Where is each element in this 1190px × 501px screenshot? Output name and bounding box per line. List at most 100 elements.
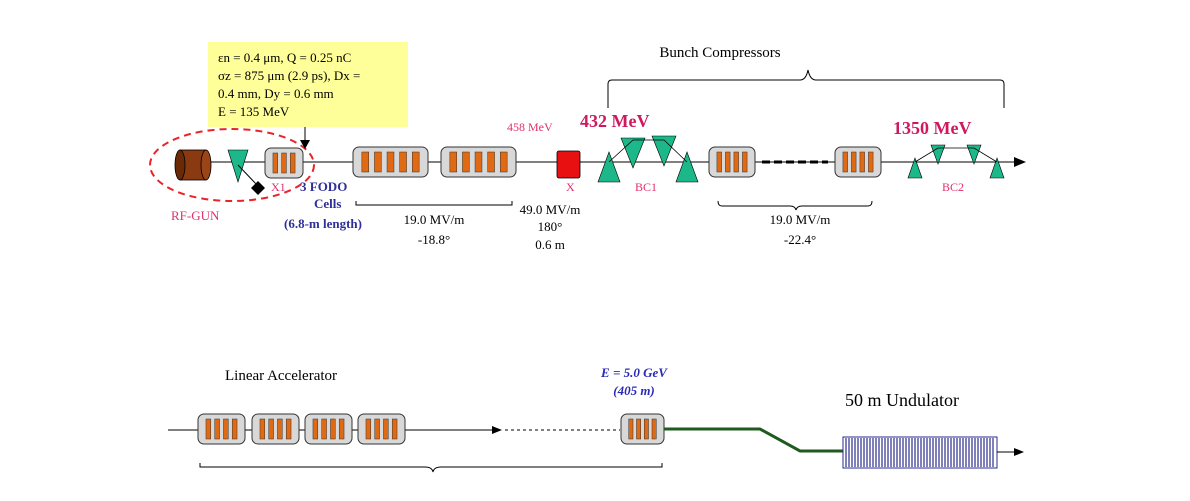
cavity-cell bbox=[859, 151, 865, 173]
cavity-cell bbox=[330, 418, 336, 440]
l2-phase-label: -22.4° bbox=[784, 232, 816, 247]
transport-dogleg-line bbox=[664, 427, 845, 453]
final-energy-label: E = 5.0 GeV bbox=[600, 365, 668, 380]
l1-cavity-1 bbox=[352, 146, 429, 178]
cavity-cell bbox=[383, 418, 389, 440]
l2-cavity-1 bbox=[708, 146, 756, 178]
linac-cavity-2 bbox=[251, 413, 300, 445]
x-phase-label: 180° bbox=[538, 219, 563, 234]
x-label: X bbox=[566, 180, 575, 194]
x1-label: X1 bbox=[271, 180, 286, 194]
undulator-label: 50 m Undulator bbox=[845, 390, 959, 410]
cavity-cell bbox=[636, 418, 642, 440]
cavity-body bbox=[304, 413, 353, 445]
energy-458-label: 458 MeV bbox=[507, 120, 553, 134]
injector-bend-triangle-icon bbox=[227, 149, 249, 184]
cavity-body bbox=[708, 146, 756, 178]
undulator-icon bbox=[842, 436, 998, 469]
l2-gradient-label: 19.0 MV/m bbox=[770, 212, 831, 227]
top-beam-arrow-icon bbox=[1014, 157, 1026, 167]
cavity-cell bbox=[411, 151, 420, 173]
callout-pointer-arrow-icon bbox=[300, 140, 310, 149]
x-length-label: 0.6 m bbox=[535, 237, 565, 252]
l1-phase-label: -18.8° bbox=[418, 232, 450, 247]
rf-gun-label: RF-GUN bbox=[171, 208, 220, 223]
cavity-body bbox=[251, 413, 300, 445]
bunch-compressors-label: Bunch Compressors bbox=[659, 45, 780, 61]
bunch-compressors-bracket bbox=[607, 69, 1005, 108]
cavity-cell bbox=[214, 418, 220, 440]
cavity-cell bbox=[733, 151, 739, 173]
cavity-cell bbox=[268, 418, 274, 440]
cavity-cell bbox=[462, 151, 470, 173]
linac-cavity-final bbox=[620, 413, 665, 445]
bc1-label: BC1 bbox=[635, 180, 657, 194]
cavity-cell bbox=[374, 418, 380, 440]
l1-gradient-label: 19.0 MV/m bbox=[404, 212, 465, 227]
bc1-chicane-icon bbox=[597, 135, 699, 183]
cavity-cell bbox=[281, 152, 287, 174]
energy-432-label: 432 MeV bbox=[580, 111, 649, 131]
cavity-cell bbox=[272, 152, 278, 174]
diagnostic-leader-line bbox=[237, 164, 259, 187]
l2-cavity-2 bbox=[834, 146, 882, 178]
cavity-body bbox=[197, 413, 246, 445]
cavity-cell bbox=[628, 418, 634, 440]
cavity-cell bbox=[285, 418, 292, 440]
cavity-cell bbox=[231, 418, 238, 440]
cavity-cell bbox=[742, 151, 748, 173]
cavity-cell bbox=[321, 418, 327, 440]
linac-cavity-3 bbox=[304, 413, 353, 445]
top-beamline bbox=[178, 157, 1026, 167]
callout-line-1: εn = 0.4 μm, Q = 0.25 nC bbox=[218, 50, 351, 65]
x-gradient-label: 49.0 MV/m bbox=[520, 202, 581, 217]
fodo-label-line-1: 3 FODO bbox=[300, 179, 347, 194]
cavity-cell bbox=[651, 418, 657, 440]
cavity-cell bbox=[643, 418, 649, 440]
cavity-cell bbox=[399, 151, 407, 173]
linac-beam-arrow-icon bbox=[492, 426, 502, 434]
l1-brace bbox=[355, 201, 513, 206]
cavity-cell bbox=[277, 418, 283, 440]
cavity-cell bbox=[391, 418, 398, 440]
cavity-cell bbox=[842, 151, 848, 173]
cavity-cell bbox=[259, 418, 266, 440]
callout-line-4: E = 135 MeV bbox=[218, 104, 290, 119]
energy-1350-label: 1350 MeV bbox=[893, 118, 971, 138]
cavity-cell bbox=[386, 151, 395, 173]
cavity-cell bbox=[365, 418, 372, 440]
cavity-cell bbox=[449, 151, 458, 173]
cavity-body bbox=[834, 146, 882, 178]
cavity-cell bbox=[851, 151, 857, 173]
x-band-cavity bbox=[556, 150, 581, 179]
linac-brace bbox=[199, 463, 663, 473]
bc2-chicane-icon bbox=[907, 144, 1005, 179]
bc2-label: BC2 bbox=[942, 180, 964, 194]
fodo-label-line-2: Cells bbox=[314, 196, 341, 211]
cavity-cell bbox=[361, 151, 370, 173]
cavity-cell bbox=[374, 151, 382, 173]
injector-cavity bbox=[264, 147, 304, 179]
callout-line-2: σz = 875 μm (2.9 ps), Dx = bbox=[218, 68, 360, 83]
rf-gun-icon bbox=[174, 149, 212, 181]
linac-cavity-4 bbox=[357, 413, 406, 445]
cavity-cell bbox=[205, 418, 212, 440]
diagnostic-diamond-icon bbox=[251, 181, 265, 195]
injector-parameters-callout: εn = 0.4 μm, Q = 0.25 nC σz = 875 μm (2.… bbox=[208, 42, 408, 127]
callout-line-3: 0.4 mm, Dy = 0.6 mm bbox=[218, 86, 334, 101]
l1-cavity-2 bbox=[440, 146, 517, 178]
cavity-cell bbox=[868, 151, 874, 173]
undulator-exit-arrow-icon bbox=[1014, 448, 1024, 456]
cavity-cell bbox=[499, 151, 508, 173]
cavity-cell bbox=[223, 418, 229, 440]
linac-label: Linear Accelerator bbox=[225, 368, 337, 384]
cavity-cell bbox=[290, 152, 296, 174]
l2-brace bbox=[717, 200, 873, 211]
cavity-cell bbox=[312, 418, 319, 440]
linac-length-label: (405 m) bbox=[613, 383, 655, 398]
cavity-body bbox=[357, 413, 406, 445]
linac-cavity-1 bbox=[197, 413, 246, 445]
fodo-label-line-3: (6.8-m length) bbox=[284, 216, 362, 231]
cavity-cell bbox=[725, 151, 731, 173]
cavity-cell bbox=[338, 418, 345, 440]
